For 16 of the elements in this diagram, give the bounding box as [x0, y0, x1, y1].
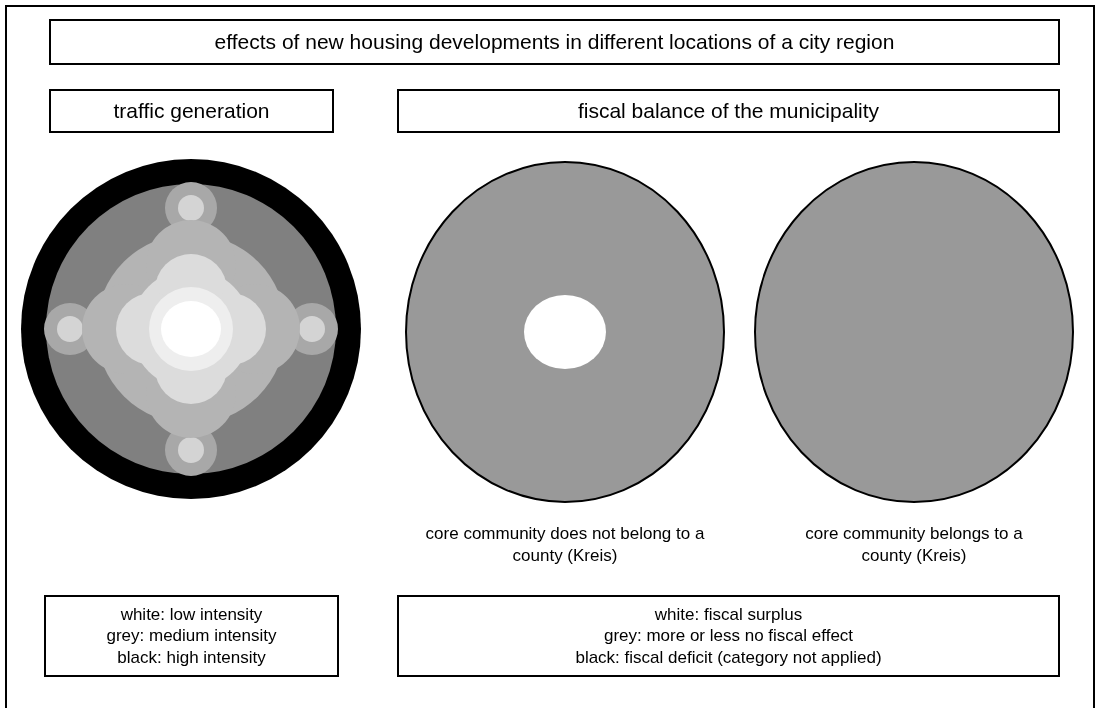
heading-text: fiscal balance of the municipality — [577, 97, 880, 124]
legend-text: white: low intensity — [120, 604, 263, 626]
legend-text: grey: more or less no fiscal effect — [603, 625, 854, 647]
heading-box — [49, 89, 334, 133]
heading-text: effects of new housing developments in different locations of a city region — [214, 28, 895, 55]
legend-box — [44, 595, 339, 677]
heading-box — [49, 19, 1060, 65]
heading-box — [397, 89, 1060, 133]
caption-text: core community does not belong to a county (Kreis) — [425, 523, 705, 568]
legend-text: black: fiscal deficit (category not applied) — [575, 646, 882, 668]
legend-text: black: high intensity — [117, 646, 266, 668]
legend-box — [397, 595, 1060, 677]
legend-text: grey: medium intensity — [106, 625, 277, 647]
caption-text: core community belongs to a county (Kreis) — [804, 523, 1024, 568]
heading-text: traffic generation — [113, 97, 270, 124]
legend-text: white: fiscal surplus — [654, 604, 803, 626]
